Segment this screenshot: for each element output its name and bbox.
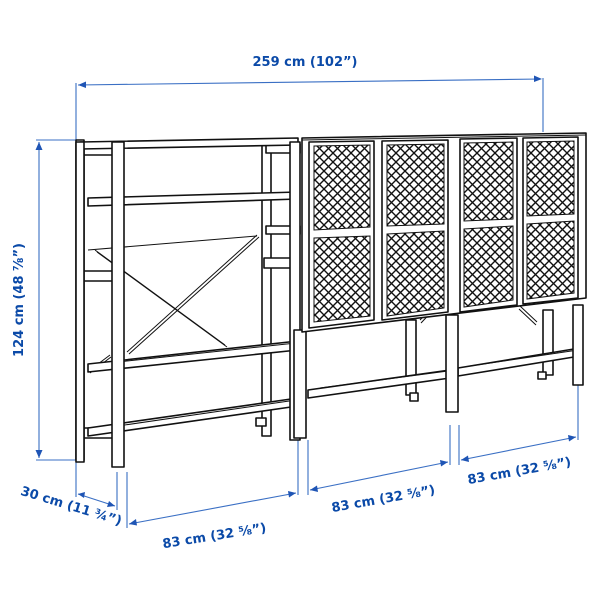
section-1-width-dimension: 83 cm (32 ⅝”)	[126, 440, 299, 552]
section-3-width-dimension: 83 cm (32 ⅝”)	[458, 385, 579, 488]
section-3-width-label: 83 cm (32 ⅝”)	[466, 455, 572, 488]
section-1-width-label: 83 cm (32 ⅝”)	[161, 521, 267, 552]
section-2-width-dimension: 83 cm (32 ⅝”)	[307, 425, 451, 516]
door-4	[522, 136, 579, 305]
door-2	[381, 139, 449, 321]
door-1	[308, 140, 375, 329]
depth-dimension: 30 cm (11 ¾”)	[19, 462, 123, 529]
height-label: 124 cm (48 ⅞”)	[12, 243, 27, 357]
total-width-label: 259 cm (102”)	[252, 55, 357, 70]
height-dimension: 124 cm (48 ⅞”)	[12, 139, 76, 461]
section-2-width-label: 83 cm (32 ⅝”)	[330, 483, 436, 516]
open-shelving-section	[75, 137, 301, 468]
total-width-dimension: 259 cm (102”)	[75, 55, 544, 140]
cabinet-sections	[293, 132, 587, 439]
door-3	[459, 137, 518, 313]
